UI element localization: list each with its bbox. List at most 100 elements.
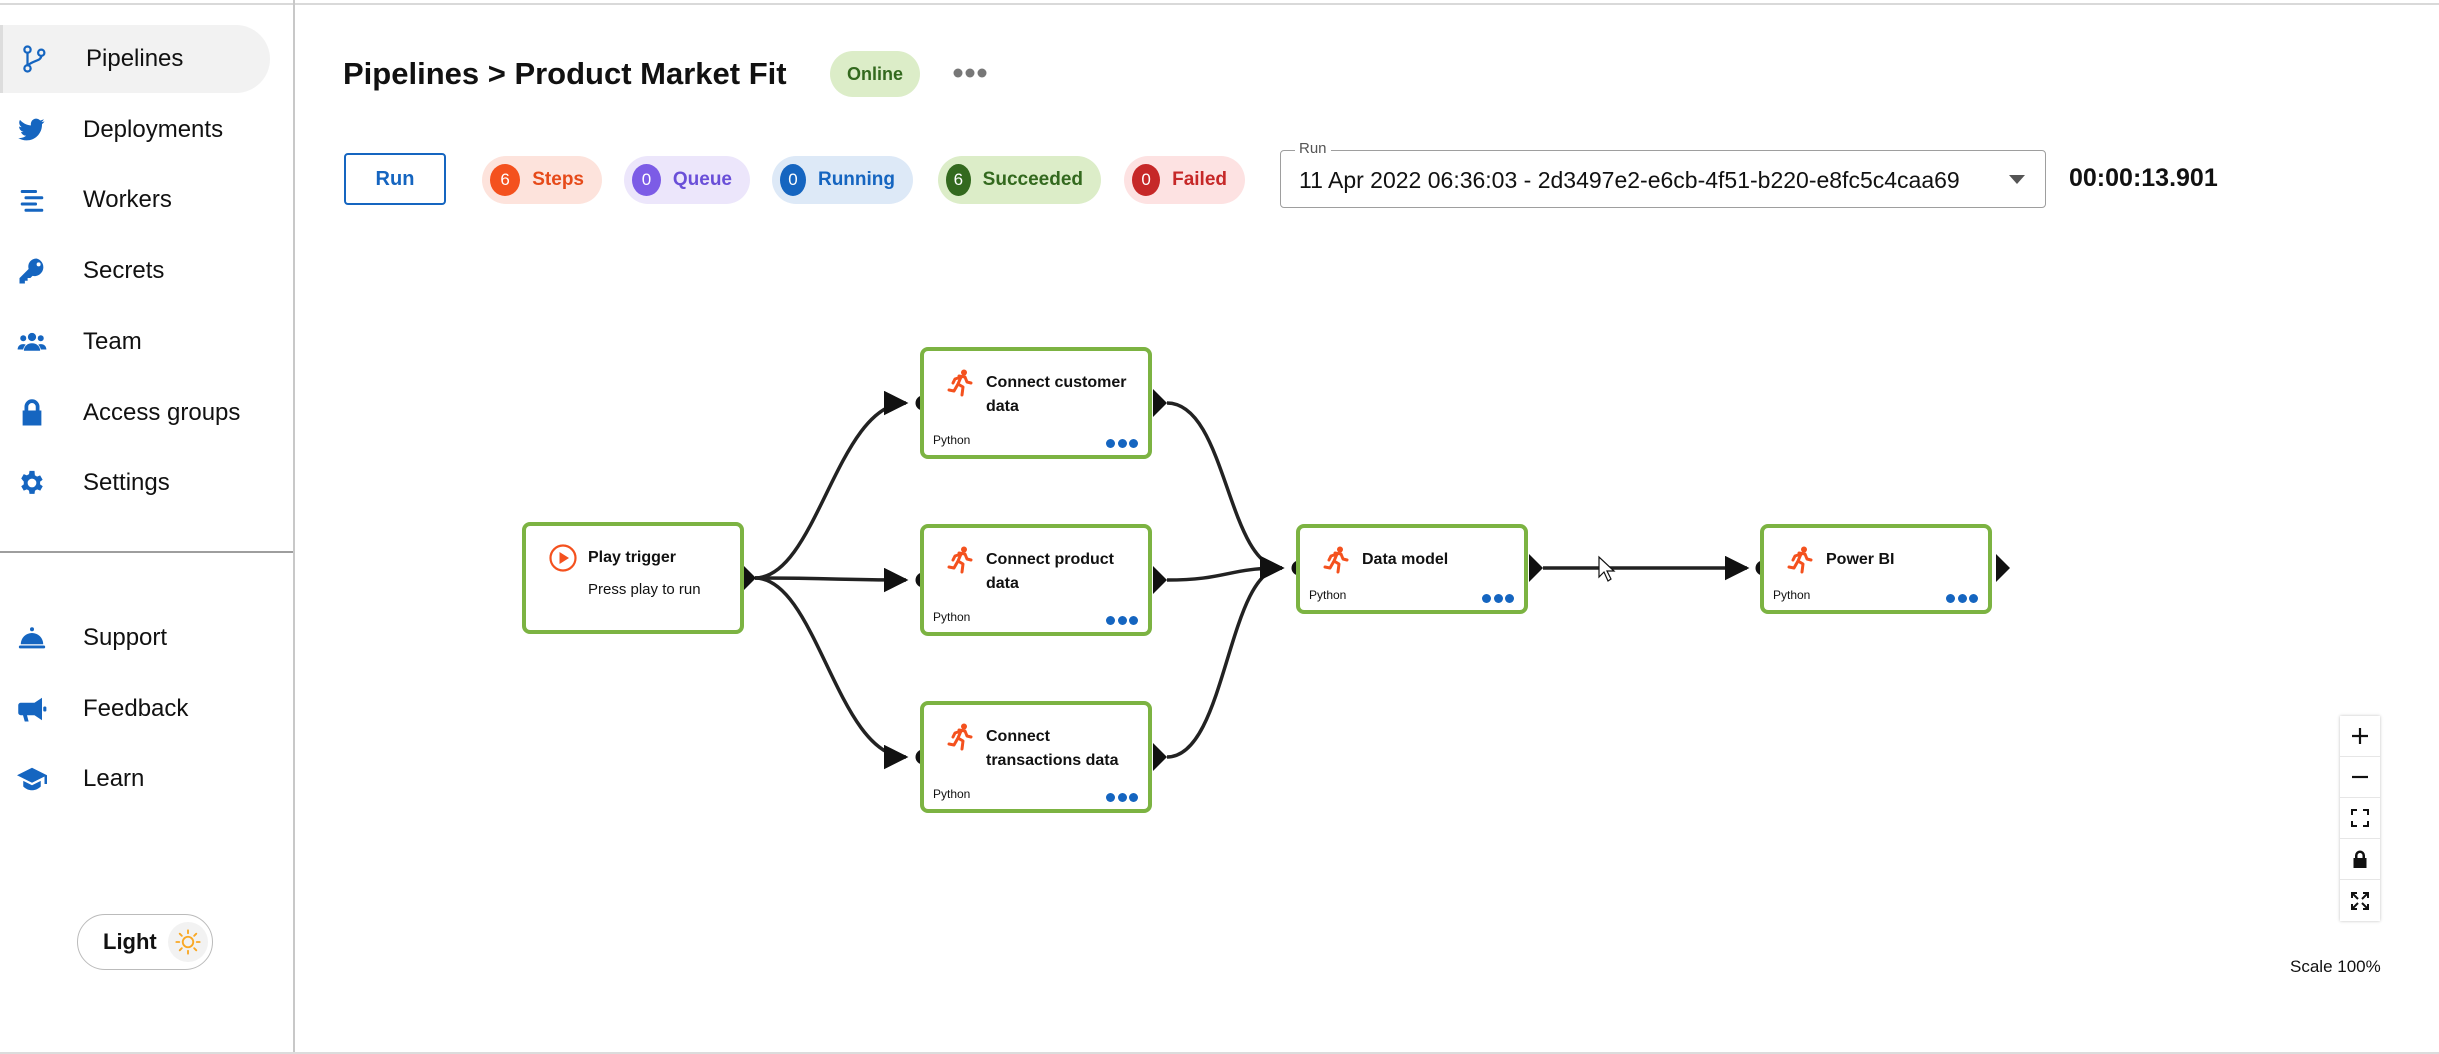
succeeded-label: Succeeded — [982, 169, 1083, 190]
node-language: Python — [933, 610, 971, 624]
steps-label: Steps — [532, 169, 584, 190]
sidebar-item-team[interactable]: Team — [0, 308, 270, 376]
sidebar-item-label: Deployments — [83, 116, 224, 143]
sidebar-item-label: Workers — [83, 186, 172, 213]
pipeline-canvas[interactable]: Play trigger Press play to run Connect c… — [297, 230, 2439, 1050]
edge-customer-datamodel — [1166, 401, 1285, 581]
minus-icon — [2352, 775, 2368, 779]
node-title: Connect customer data — [986, 374, 1127, 415]
node-menu-button[interactable] — [1106, 439, 1138, 449]
edge-transactions-datamodel — [1166, 555, 1285, 759]
play-circle-icon[interactable] — [548, 543, 578, 573]
node-connect-customer-data[interactable]: Connect customer data Python — [920, 347, 1152, 459]
sidebar-item-label: Settings — [83, 469, 170, 496]
steps-chip: 6 Steps — [482, 156, 602, 204]
node-menu-button[interactable] — [1946, 594, 1978, 604]
lock-view-button[interactable] — [2340, 839, 2380, 880]
running-label: Running — [817, 169, 895, 190]
top-border — [0, 0, 2439, 5]
node-title: Connect product data — [986, 551, 1114, 592]
lock-icon — [2353, 850, 2367, 868]
running-chip: 0 Running — [772, 156, 913, 204]
node-data-model[interactable]: Data model Python — [1296, 524, 1528, 614]
edge-trigger-product — [754, 567, 909, 593]
sidebar-item-support[interactable]: Support — [0, 604, 270, 672]
sidebar-item-label: Pipelines — [86, 45, 184, 72]
succeeded-chip: 6 Succeeded — [938, 156, 1101, 204]
page-title: Pipelines > Product Market Fit — [343, 56, 787, 91]
node-title: Data model — [1362, 551, 1449, 568]
succeeded-count: 6 — [946, 164, 971, 196]
failed-label: Failed — [1172, 169, 1227, 190]
chevron-down-icon — [2009, 175, 2025, 184]
lock-icon — [16, 397, 48, 429]
key-icon — [16, 255, 48, 287]
sidebar-item-access-groups[interactable]: Access groups — [0, 379, 270, 447]
theme-toggle[interactable]: Light — [77, 914, 213, 970]
sidebar-item-label: Access groups — [83, 399, 241, 426]
status-badge: Online — [830, 51, 920, 97]
sidebar-item-settings[interactable]: Settings — [0, 449, 270, 517]
failed-count: 0 — [1132, 164, 1161, 196]
fullscreen-button[interactable] — [2340, 880, 2380, 921]
more-options-button[interactable] — [950, 58, 990, 88]
run-select[interactable]: Run 11 Apr 2022 06:36:03 - 2d3497e2-e6cb… — [1280, 140, 2046, 208]
bottom-border — [0, 1052, 2439, 1054]
queue-count: 0 — [632, 164, 661, 196]
sidebar-item-label: Feedback — [83, 695, 189, 722]
sidebar-item-workers[interactable]: Workers — [0, 166, 270, 234]
zoom-out-button[interactable] — [2340, 757, 2380, 798]
gear-icon — [16, 467, 48, 499]
node-language: Python — [1773, 588, 1811, 602]
fit-screen-icon — [2351, 809, 2369, 827]
sun-icon — [168, 922, 208, 962]
bird-icon — [16, 114, 48, 146]
sidebar: Pipelines Deployments Workers Secrets Te… — [0, 0, 295, 1054]
node-language: Python — [933, 787, 971, 801]
runner-icon — [947, 723, 973, 751]
sidebar-item-pipelines[interactable]: Pipelines — [0, 25, 270, 93]
node-menu-button[interactable] — [1106, 616, 1138, 626]
zoom-in-button[interactable] — [2340, 716, 2380, 757]
list-lines-icon — [16, 184, 48, 216]
node-language: Python — [1309, 588, 1347, 602]
pipeline-branch-icon — [19, 43, 51, 75]
fit-view-button[interactable] — [2340, 798, 2380, 839]
sidebar-item-secrets[interactable]: Secrets — [0, 237, 270, 305]
node-power-bi[interactable]: Power BI Python — [1760, 524, 1992, 614]
run-button[interactable]: Run — [344, 153, 446, 205]
runner-icon — [1323, 546, 1349, 574]
running-count: 0 — [780, 164, 806, 196]
sidebar-divider — [0, 551, 293, 553]
runner-icon — [947, 369, 973, 397]
node-subtitle: Press play to run — [588, 581, 701, 598]
bell-icon — [16, 622, 48, 654]
queue-label: Queue — [672, 169, 732, 190]
megaphone-icon — [16, 693, 48, 725]
edge-trigger-customer — [754, 390, 909, 580]
more-horizontal-icon — [953, 68, 987, 78]
node-connect-product-data[interactable]: Connect product data Python — [920, 524, 1152, 636]
steps-count: 6 — [490, 164, 521, 196]
runner-icon — [947, 546, 973, 574]
run-select-value: 11 Apr 2022 06:36:03 - 2d3497e2-e6cb-4f5… — [1299, 167, 1960, 193]
sidebar-item-label: Team — [83, 328, 142, 355]
sidebar-item-feedback[interactable]: Feedback — [0, 675, 270, 743]
mouse-cursor — [1598, 555, 1616, 582]
run-duration: 00:00:13.901 — [2069, 164, 2218, 192]
sidebar-item-label: Support — [83, 624, 168, 651]
plus-icon — [2352, 728, 2368, 744]
node-menu-button[interactable] — [1482, 594, 1514, 604]
sidebar-item-deployments[interactable]: Deployments — [0, 96, 270, 164]
node-language: Python — [933, 433, 971, 447]
sidebar-item-learn[interactable]: Learn — [0, 745, 270, 813]
graduation-cap-icon — [16, 763, 48, 795]
runner-icon — [1787, 546, 1813, 574]
node-menu-button[interactable] — [1106, 793, 1138, 803]
zoom-controls — [2340, 716, 2380, 921]
expand-icon — [2351, 891, 2369, 910]
run-select-legend: Run — [1295, 140, 1331, 157]
node-play-trigger[interactable]: Play trigger Press play to run — [522, 522, 744, 634]
edge-trigger-transactions — [754, 576, 909, 770]
node-connect-transactions-data[interactable]: Connect transactions data Python — [920, 701, 1152, 813]
